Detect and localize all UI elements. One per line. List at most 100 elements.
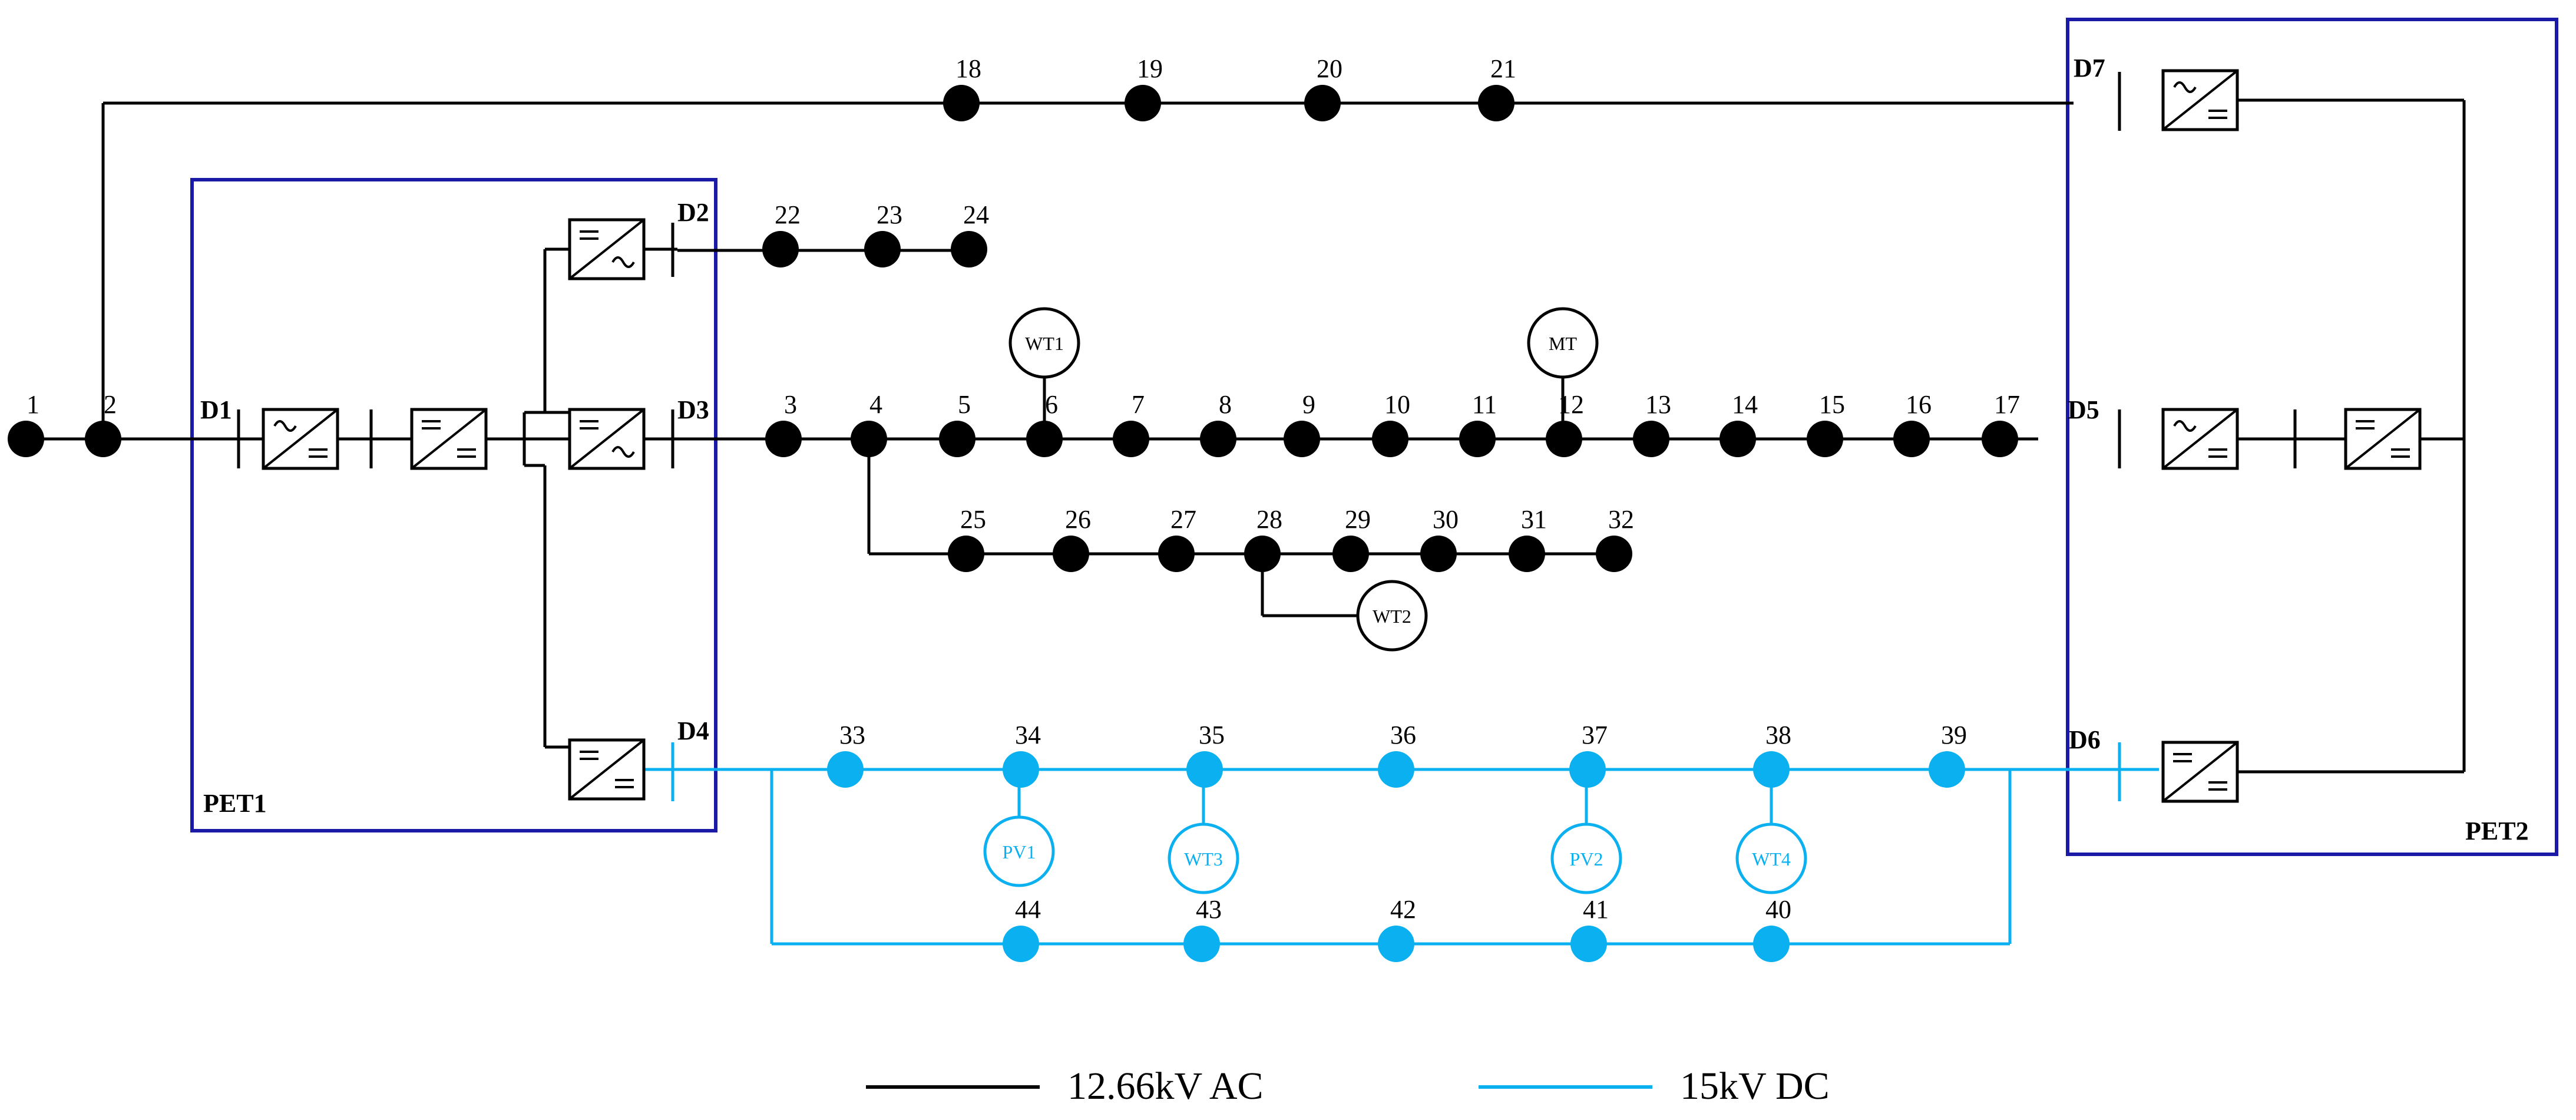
ac-node-10: 10 [1372,390,1410,457]
generator-pv2: PV2 [1550,822,1622,894]
ac-node-dot [1026,421,1063,457]
converter-pet1-d3 [570,409,644,468]
ac-node-label: 12 [1558,390,1584,419]
dc-node-dot [1186,751,1223,788]
dc-node-dot [827,751,864,788]
pet1-box [190,178,717,832]
ac-node-dot [1719,421,1756,457]
ac-node-label: 16 [1906,390,1932,419]
ac-node-dot [851,421,887,457]
ac-node-32: 32 [1596,505,1634,572]
dc-node-label: 44 [1015,895,1041,924]
ac-node-dot [1244,536,1281,572]
ac-node-13: 13 [1633,390,1671,457]
generator-wt3: WT3 [1168,822,1239,894]
dc-node-label: 42 [1390,895,1416,924]
ac-node-label: 20 [1317,54,1342,83]
ac-node-dot [1200,421,1236,457]
generator-wt1-label: WT1 [1025,333,1064,354]
ac-node-label: 15 [1819,390,1845,419]
dc-node-43: 43 [1183,895,1222,962]
dc-node-33: 33 [827,721,865,788]
dc-node-dot [1569,751,1606,788]
generator-wt4: WT4 [1735,822,1807,894]
dc-node-42: 42 [1378,895,1416,962]
ac-node-label: 13 [1645,390,1671,419]
dc-node-dot [1570,926,1607,962]
dc-node-37: 37 [1569,721,1608,788]
ac-node-dot [939,421,975,457]
ac-node-label: 17 [1994,390,2020,419]
port-bars [237,72,2297,801]
dc-node-36: 36 [1378,721,1416,788]
generator-mt-label: MT [1549,333,1577,354]
ac-node-9: 9 [1284,390,1320,457]
ac-node-18: 18 [943,54,981,121]
dc-node-35: 35 [1186,721,1225,788]
pet2-label: PET2 [2465,817,2529,845]
generator-wt2-label: WT2 [1373,606,1411,627]
generator-pv1: PV1 [983,815,1055,887]
ac-node-15: 15 [1807,390,1845,457]
converter-pet1-d2 [570,220,644,279]
ac-node-label: 10 [1384,390,1410,419]
ac-node-dot [765,421,802,457]
ac-node-dot [1633,421,1669,457]
dc-node-label: 39 [1941,721,1967,749]
dc-node-dot [1003,751,1039,788]
ac-node-7: 7 [1113,390,1149,457]
pet1-label: PET1 [203,789,267,818]
generator-pv1-label: PV1 [1003,841,1036,863]
ac-node-8: 8 [1200,390,1236,457]
ac-node-11: 11 [1459,390,1497,457]
dc-node-dot [1378,926,1414,962]
ac-node-dot [1284,421,1320,457]
ac-node-label: 29 [1345,505,1371,534]
legend-dc-label: 15kV DC [1680,1065,1830,1108]
ac-node-label: 1 [27,390,39,419]
dc-node-40: 40 [1753,895,1791,962]
ac-node-label: 5 [958,390,971,419]
ac-node-label: 2 [104,390,117,419]
ac-node-26: 26 [1053,505,1091,572]
dc-node-dot [1753,926,1790,962]
ac-node-label: 11 [1472,390,1497,419]
ac-node-label: 28 [1256,505,1282,534]
ac-node-dot [1125,85,1161,121]
dc-node-label: 35 [1199,721,1225,749]
ac-node-dot [8,421,44,457]
converter-pet1-dc-dc [412,409,486,468]
ac-node-dot [864,231,901,267]
pet2-box [2066,18,2558,856]
dc-node-label: 33 [839,721,865,749]
dc-node-41: 41 [1570,895,1609,962]
ac-node-dot [85,421,121,457]
ac-node-24: 24 [951,200,989,267]
ac-node-label: 22 [775,200,801,229]
dc-node-44: 44 [1003,895,1041,962]
ac-node-label: 30 [1433,505,1459,534]
ac-node-dot [1158,536,1195,572]
converter-pet1-ac-dc [263,409,338,468]
ac-node-label: 3 [784,390,797,419]
converter-pet1-d4 [570,740,644,799]
dc-node-label: 37 [1582,721,1608,749]
ac-node-25: 25 [948,505,986,572]
generator-mt: MT [1527,307,1599,379]
ac-node-dot [1420,536,1457,572]
ac-node-29: 29 [1332,505,1371,572]
dc-node-label: 41 [1583,895,1609,924]
ac-node-label: 14 [1732,390,1758,419]
ac-node-27: 27 [1158,505,1196,572]
dc-node-label: 36 [1390,721,1416,749]
ac-node-28: 28 [1244,505,1282,572]
ac-node-20: 20 [1304,54,1342,121]
converter-pet2-d5-dc-dc [2346,409,2420,468]
legend-ac-label: 12.66kV AC [1067,1065,1264,1108]
ac-node-label: 23 [877,200,902,229]
port-label-d4: D4 [677,716,709,745]
converter-pet2-d6 [2163,742,2237,801]
ac-node-30: 30 [1420,505,1459,572]
